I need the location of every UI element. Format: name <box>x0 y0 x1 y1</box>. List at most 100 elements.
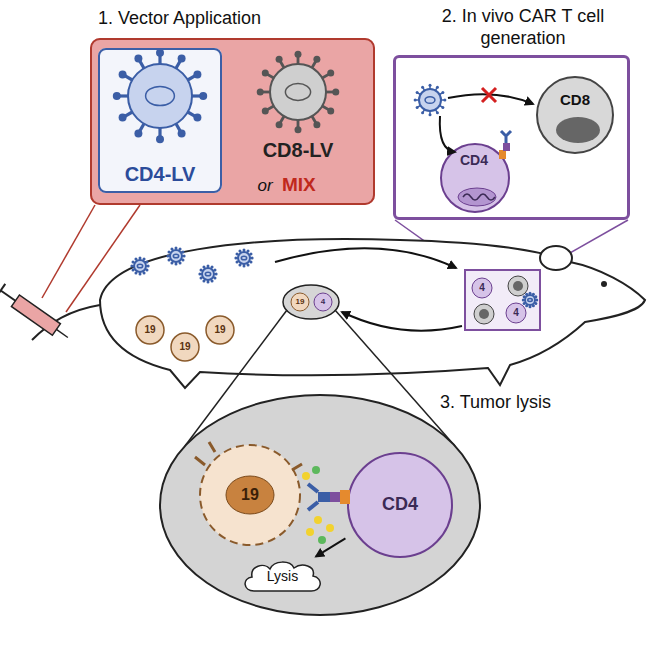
virus-spike <box>313 121 320 128</box>
virus-spike <box>139 273 142 276</box>
virus-spike <box>199 92 207 100</box>
cytotoxic-granules <box>302 466 334 544</box>
blocked-mark <box>482 88 496 102</box>
virus-spike <box>436 111 439 114</box>
virus-spike <box>436 86 439 89</box>
virus-spike <box>113 92 121 100</box>
t-cell <box>314 293 332 311</box>
virus-spike <box>134 55 142 63</box>
vector-core <box>173 254 178 258</box>
node-label: MIX <box>282 174 342 197</box>
virus-spike <box>429 113 432 116</box>
flow-arrow <box>342 312 462 331</box>
zoom-ellipse <box>160 395 480 615</box>
panel-heading: 3. Tumor lysis <box>440 392 590 414</box>
virus-spike <box>234 257 237 260</box>
tumor-cell <box>291 293 309 311</box>
virus-spike <box>327 70 334 77</box>
node-label: CD8-LV <box>228 138 368 162</box>
t-cell <box>508 276 528 296</box>
connector-arrow <box>316 538 345 556</box>
tumor-protrusion <box>195 442 302 470</box>
syringe <box>0 284 72 344</box>
virus-spike <box>276 56 283 63</box>
virus-spike <box>193 70 201 78</box>
tumor-cell <box>206 316 234 344</box>
cell-marker: 19 <box>140 324 160 336</box>
cell-marker: 4 <box>317 297 329 307</box>
cell-marker: 19 <box>175 341 195 353</box>
vector-panel-fill <box>90 38 375 205</box>
cd4-cell <box>441 144 509 212</box>
tumor-cell <box>136 316 164 344</box>
generation-panel: 2. In vivo CAR T cell generationCD8CD4 <box>393 55 630 220</box>
tumor-site <box>283 285 339 319</box>
lentiviral-vector <box>419 89 441 111</box>
vector-core <box>425 97 435 104</box>
node-label: CD8 <box>547 91 603 109</box>
panel-heading: 1. Vector Application <box>98 8 358 30</box>
virus-spike <box>262 107 269 114</box>
virus-spike <box>251 257 254 260</box>
virus-spike <box>441 106 444 109</box>
flow-arrow <box>275 248 456 268</box>
generation-panel-fill <box>393 55 630 220</box>
cd4-cell: CD4 <box>441 144 509 212</box>
virus-spike <box>215 273 218 276</box>
virus-spike <box>243 248 246 251</box>
lentiviral-vector <box>170 250 182 262</box>
spleen-box <box>465 270 540 330</box>
nucleus <box>556 117 600 143</box>
lentiviral-vector <box>270 64 326 120</box>
nucleus <box>513 281 523 291</box>
lentiviral-vector <box>128 64 192 128</box>
virus-spike <box>441 91 444 94</box>
virus-spike <box>421 86 424 89</box>
t-cell <box>472 278 492 298</box>
vector-panel: 1. Vector ApplicationorMIXCD4-LVCD8-LV <box>90 38 375 205</box>
virus-spike <box>243 265 246 268</box>
virus-spike <box>262 70 269 77</box>
virus-spike <box>147 265 150 268</box>
vector-core <box>146 86 175 105</box>
tumor-cell: 19 <box>200 445 300 545</box>
vector-box: CD8-LV <box>228 48 368 168</box>
cell-marker: 19 <box>210 324 230 336</box>
lentiviral-vector <box>134 260 146 272</box>
lentiviral-vector <box>202 268 214 280</box>
zoom-line <box>540 220 628 270</box>
cell-marker: 4 <box>475 282 489 294</box>
node-label: 19 <box>220 485 280 504</box>
node-label: CD4 <box>449 152 499 169</box>
vector-core <box>241 256 246 260</box>
virus-spike <box>443 99 446 102</box>
t-cell <box>474 304 494 324</box>
vector-core <box>205 272 210 276</box>
virus-spike <box>175 246 178 249</box>
virus-spike <box>175 263 178 266</box>
virus-spike <box>166 255 169 258</box>
mouse-eye <box>601 281 607 287</box>
lentiviral-vector <box>525 295 535 305</box>
mouse-ear <box>540 246 572 270</box>
mouse-body <box>100 239 645 388</box>
virus-spike <box>134 129 142 137</box>
virus-spike <box>207 264 210 267</box>
t-cell <box>506 303 526 323</box>
virus-spike <box>421 111 424 114</box>
node-label: Lysis <box>240 568 325 585</box>
virus-spike <box>193 114 201 122</box>
cd8-cell <box>537 77 613 153</box>
virus-spike <box>119 70 127 78</box>
vector-core <box>285 84 310 101</box>
car-receptor <box>308 484 350 510</box>
panel-heading: 2. In vivo CAR T cell generation <box>398 6 648 49</box>
virus-spike <box>198 273 201 276</box>
virus-spike <box>429 84 432 87</box>
virus-spike <box>178 55 186 63</box>
virus-spike <box>295 51 302 58</box>
node-label: CD4 <box>370 494 430 516</box>
virus-spike <box>414 99 417 102</box>
vector-box: CD4-LV <box>98 48 222 193</box>
